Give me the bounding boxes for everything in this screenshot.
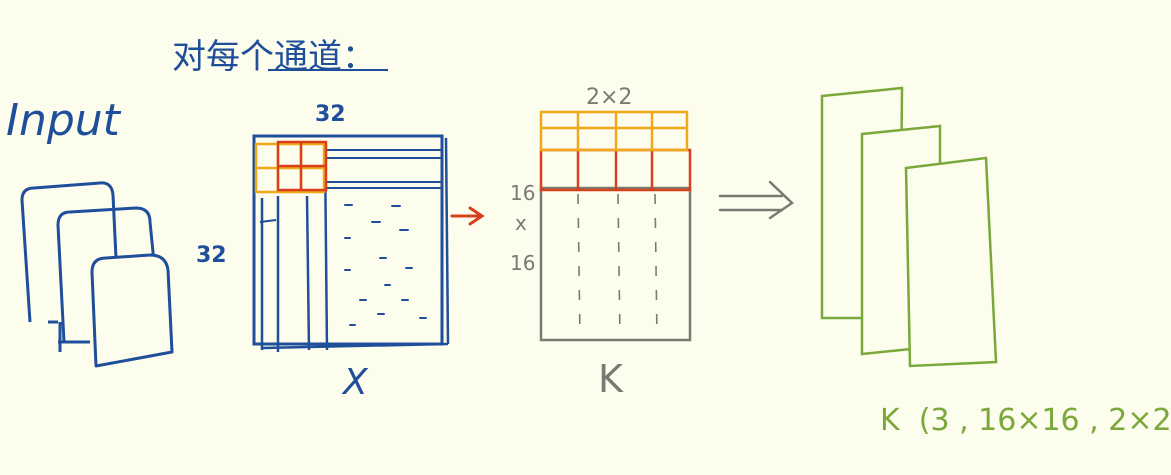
input-channel-1 (20, 181, 120, 323)
k-top-orange-rows (539, 110, 689, 152)
implies-arrow (718, 180, 794, 220)
x-window-red (276, 140, 328, 192)
input-channel-3 (90, 253, 174, 368)
k-side-dim-b: 16 (510, 251, 535, 275)
x-label: X (341, 362, 369, 403)
x-window-orange (254, 142, 326, 194)
input-label: Input (6, 95, 122, 146)
k-matrix-frame (539, 186, 692, 342)
transform-arrow (450, 206, 485, 226)
x-matrix (252, 134, 450, 352)
k-matrix (539, 186, 692, 342)
x-matrix-frame (252, 134, 444, 346)
k-side-dim-a: 16 (510, 181, 535, 205)
result-channel-stack (820, 86, 998, 368)
input-channel-stack (20, 181, 174, 368)
x-matrix-dashes (344, 204, 427, 326)
result-channel-3 (904, 156, 998, 368)
x-top-dim: 32 (315, 102, 346, 127)
result-label: K (3 , 16×16 , 2×2) (880, 403, 1171, 438)
k-top-red-rows (539, 148, 692, 192)
input-channel-2 (56, 206, 156, 343)
k-top-dim: 2×2 (586, 85, 632, 110)
k-side-dim-x: x (515, 211, 527, 235)
k-label: K (598, 357, 624, 401)
k-matrix-dashes (577, 193, 658, 339)
x-side-dim: 32 (196, 243, 227, 268)
